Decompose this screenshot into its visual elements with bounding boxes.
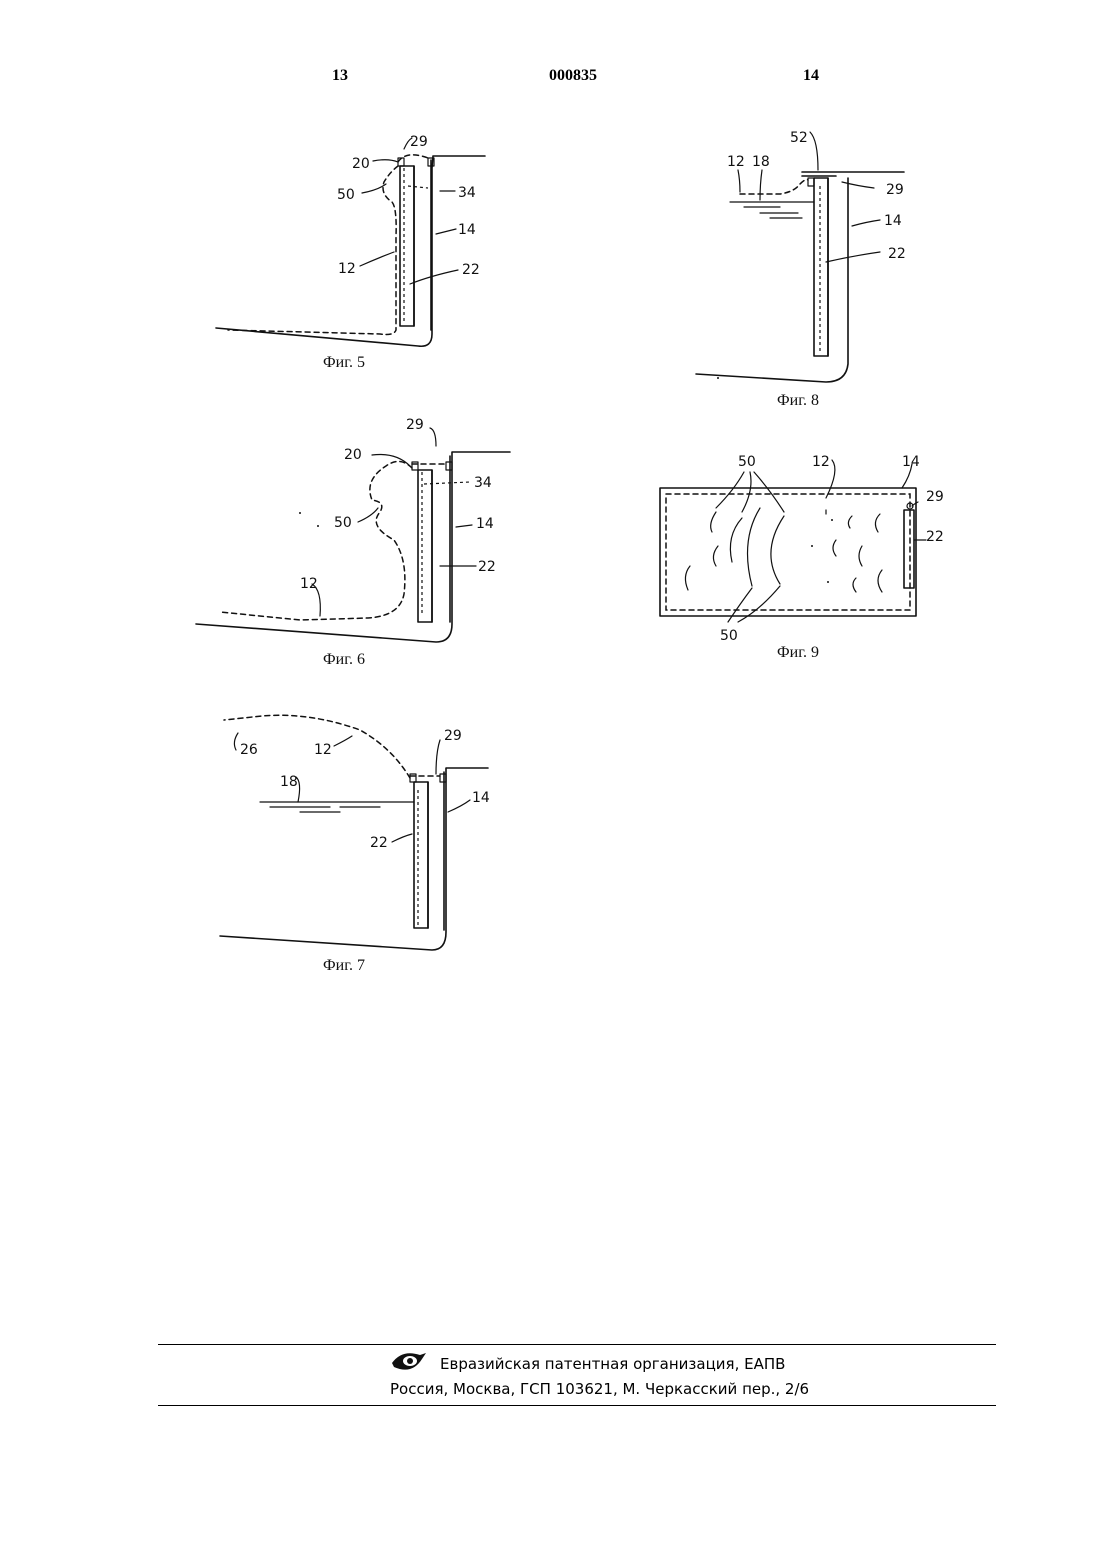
organization-name: Евразийская патентная организация, ЕАПВ	[440, 1355, 785, 1373]
footer-organization: Евразийская патентная организация, ЕАПВ	[390, 1351, 785, 1377]
fig9-label-12: 12	[812, 454, 830, 470]
fig7-caption: Фиг. 7	[323, 957, 365, 974]
fig7-label-18: 18	[280, 774, 298, 790]
footer-top-rule	[158, 1344, 996, 1345]
footer-bottom-rule	[158, 1405, 996, 1406]
fig9-label-50-bottom: 50	[720, 628, 738, 644]
fig9-label-22: 22	[926, 529, 944, 545]
fig7-label-26: 26	[240, 742, 258, 758]
footer-address: Россия, Москва, ГСП 103621, М. Черкасски…	[390, 1380, 809, 1398]
fig7-label-14: 14	[472, 790, 490, 806]
fig7-label-29: 29	[444, 728, 462, 744]
fig9-label-50-top: 50	[738, 454, 756, 470]
fig7-label-22: 22	[370, 835, 388, 851]
fig7-label-12: 12	[314, 742, 332, 758]
figure-9: 50 12 14 29 22 50 Фиг. 9	[0, 0, 1100, 680]
fig9-caption: Фиг. 9	[777, 644, 819, 661]
fig9-label-14: 14	[902, 454, 920, 470]
eapo-eye-logo-icon	[390, 1351, 428, 1377]
fig9-label-29: 29	[926, 489, 944, 505]
